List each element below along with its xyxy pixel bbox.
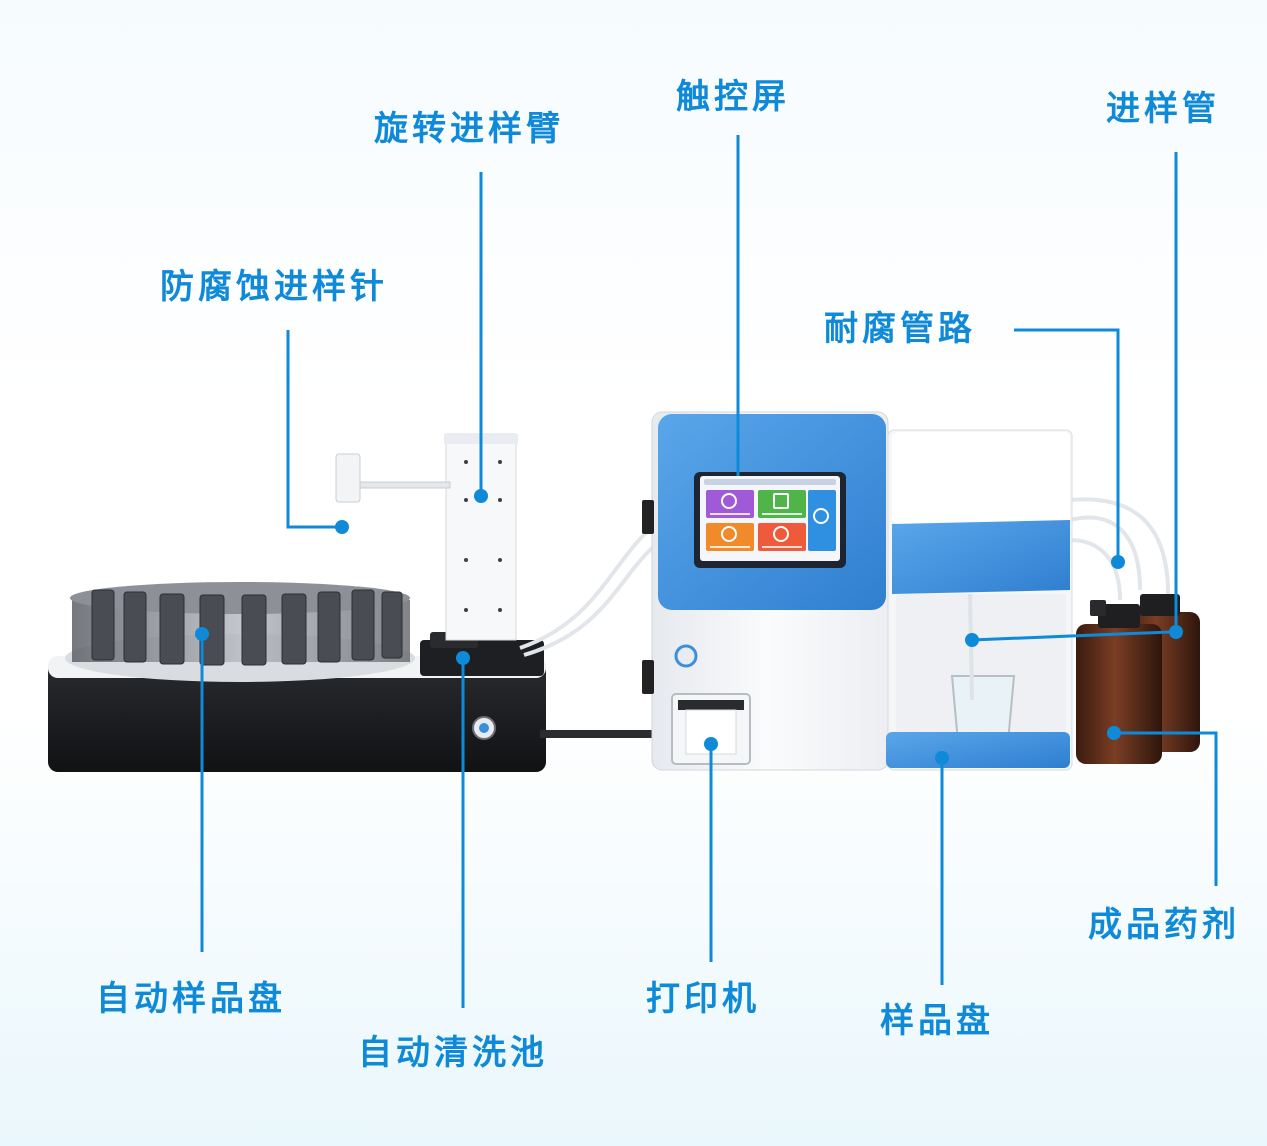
leader-probe xyxy=(971,630,1171,642)
sample-module xyxy=(886,429,1073,771)
reagent-bottles xyxy=(1076,594,1200,764)
gear-icon xyxy=(721,526,737,542)
reagent-bottle-front xyxy=(1076,624,1162,764)
leader-dots xyxy=(195,479,1183,765)
sample-probe xyxy=(968,593,974,701)
label-corrosion-resistant-tubing: 耐腐管路 xyxy=(824,309,976,349)
sampling-needle-head xyxy=(335,453,361,503)
touchscreen-display[interactable] xyxy=(700,476,840,561)
leader-needle xyxy=(286,330,342,529)
arm-horizontal xyxy=(359,481,451,489)
label-sample-tube: 进样管 xyxy=(1106,89,1220,129)
label-sample-tray: 样品盘 xyxy=(880,1001,994,1041)
label-auto-cleaning-pool: 自动清洗池 xyxy=(358,1033,548,1073)
screen-tile-refresh[interactable] xyxy=(758,523,806,551)
leader-tubing xyxy=(1014,328,1120,562)
base-connector xyxy=(540,730,656,738)
label-printer: 打印机 xyxy=(646,979,760,1019)
label-rotating-arm: 旋转进样臂 xyxy=(374,109,564,149)
screen-tile-clock[interactable] xyxy=(706,490,754,518)
screen-tile-touch[interactable] xyxy=(808,490,836,551)
leader-reagent xyxy=(1114,731,1218,886)
printer-slot xyxy=(678,700,744,710)
main-instrument xyxy=(642,411,889,771)
screen-status-bar xyxy=(704,479,836,485)
cleaning-pool-block xyxy=(420,640,544,676)
sample-tray-plate xyxy=(886,732,1070,768)
label-auto-sample-tray: 自动样品盘 xyxy=(96,979,286,1019)
clock-icon xyxy=(721,493,737,509)
refresh-icon xyxy=(773,526,789,542)
hand-touch-icon xyxy=(813,508,829,524)
label-finished-reagent: 成品药剂 xyxy=(1088,905,1240,945)
leader-lines xyxy=(200,135,1218,1008)
chart-icon xyxy=(773,493,789,509)
sample-tubes xyxy=(91,589,403,666)
label-touchscreen: 触控屏 xyxy=(676,77,790,117)
module-blue-band xyxy=(892,520,1070,594)
power-button-icon xyxy=(674,644,698,668)
connecting-tubes xyxy=(519,497,1171,657)
label-anti-corrosion-needle: 防腐蚀进样针 xyxy=(160,267,388,307)
tray-base xyxy=(48,660,546,772)
screen-tile-chart[interactable] xyxy=(758,490,806,518)
screen-tile-settings[interactable] xyxy=(706,523,754,551)
auto-sample-tray-unit xyxy=(48,582,546,772)
